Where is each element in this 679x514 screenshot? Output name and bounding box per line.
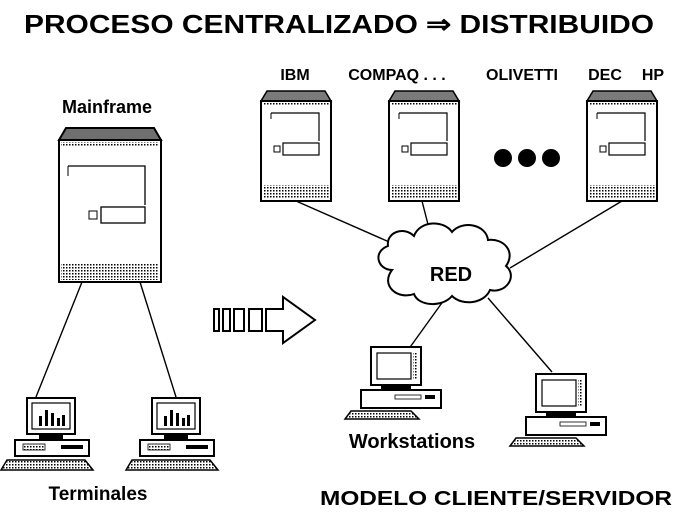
vendor-labels: IBM COMPAQ . . . OLIVETTI DEC HP (280, 67, 664, 84)
network-label: RED (430, 264, 472, 286)
workstations-label: Workstations (349, 431, 475, 453)
server-tower-icon (260, 90, 332, 202)
mainframe-icon (57, 127, 163, 283)
terminals-label: Terminales (49, 484, 148, 505)
vendor-olivetti-label: OLIVETTI (486, 67, 558, 84)
model-label: MODELO CLIENTE/SERVIDOR (320, 488, 673, 510)
vendor-hp-label: HP (642, 67, 665, 84)
workstation-icon (344, 346, 442, 420)
vendor-compaq-label: COMPAQ . . . (348, 67, 445, 84)
transition-arrow-icon (213, 295, 317, 345)
vendor-ibm-label: IBM (280, 67, 309, 84)
mainframe-label: Mainframe (62, 97, 152, 117)
workstation-icon (509, 373, 607, 447)
vendor-dec-label: DEC (588, 67, 622, 84)
server-tower-icon (388, 90, 460, 202)
diagram-title: PROCESO CENTRALIZADO ⇒ DISTRIBUIDO (24, 9, 654, 39)
server-tower-icon (586, 90, 658, 202)
ellipsis-dots-icon (494, 149, 560, 167)
mainframe-links (35, 281, 177, 398)
terminal-icon (0, 397, 94, 471)
terminal-icon (125, 397, 219, 471)
network-cloud-icon (377, 222, 512, 305)
